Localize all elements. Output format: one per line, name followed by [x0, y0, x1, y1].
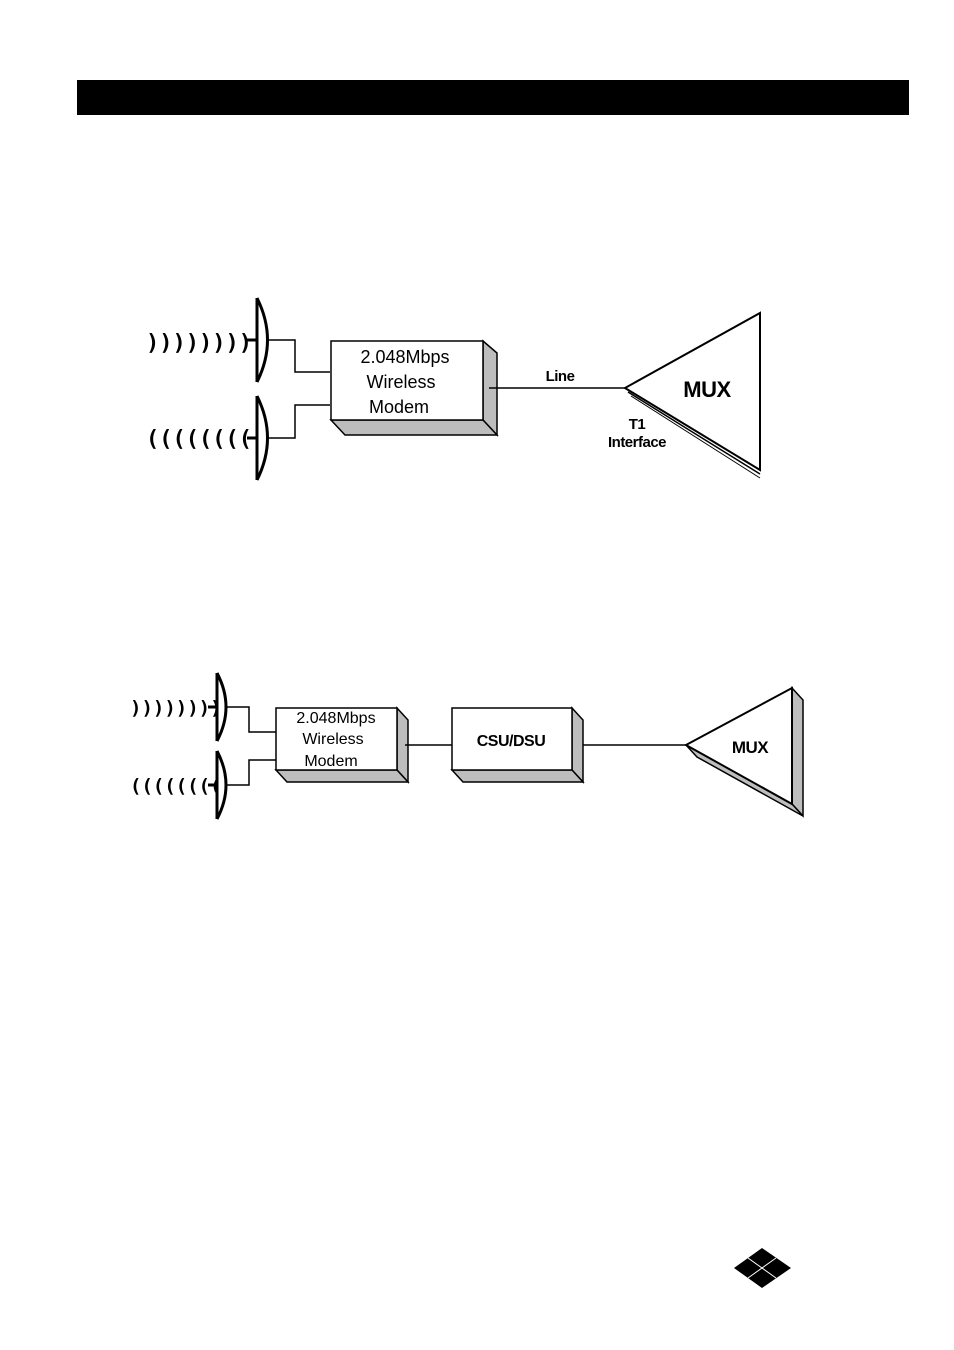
diagram-1: )))))))) (((((((( 2.048Mbps Wireless Mod… [146, 298, 760, 480]
line-label: Line [546, 368, 575, 385]
csu-dsu-box: CSU/DSU [452, 708, 583, 782]
antenna-bottom-icon [247, 396, 268, 480]
csu-dsu-label: CSU/DSU [477, 733, 546, 750]
wave-receive: (((((((( [130, 775, 222, 797]
modem-label-line-1: 2.048Mbps [360, 347, 449, 367]
modem-label-line-2: Wireless [302, 731, 363, 748]
modem-box: 2.048Mbps Wireless Modem [276, 708, 408, 782]
mux-label: MUX [732, 738, 769, 757]
modem-label-line-2: Wireless [366, 372, 435, 392]
modem-label-line-3: Modem [304, 753, 357, 770]
mux-triangle: MUX [686, 688, 803, 816]
antenna-top-icon [208, 673, 226, 741]
antenna-bottom-icon [208, 751, 226, 819]
wave-transmit: )))))))) [146, 331, 252, 356]
diagram-2: )))))))) (((((((( 2.048Mbps Wireless Mod… [130, 673, 803, 819]
modem-label-line-1: 2.048Mbps [296, 710, 375, 727]
diamond-logo-icon [734, 1248, 791, 1288]
mux-triangle: MUX [625, 313, 760, 478]
wave-receive: (((((((( [146, 427, 252, 452]
wave-transmit: )))))))) [130, 697, 222, 719]
interface-label: Interface [608, 434, 666, 451]
modem-box: 2.048Mbps Wireless Modem [331, 341, 497, 435]
t1-label: T1 [629, 416, 646, 433]
mux-label: MUX [683, 377, 731, 402]
antenna-top-icon [247, 298, 268, 382]
modem-label-line-3: Modem [369, 397, 429, 417]
